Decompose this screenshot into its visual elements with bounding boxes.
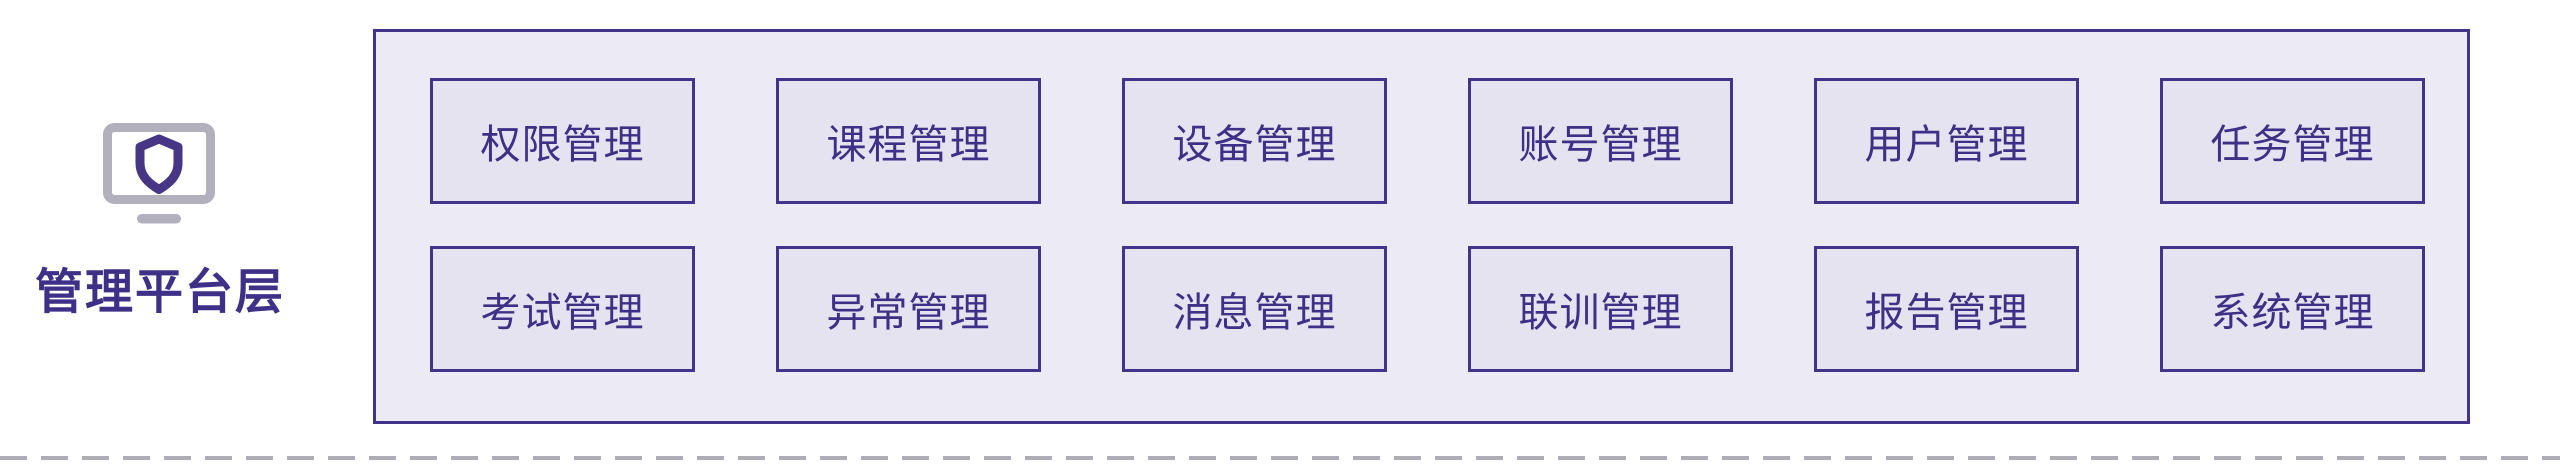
- layer-divider-dashed-line: [0, 456, 2560, 460]
- module-box-report: 报告管理: [1814, 246, 2079, 372]
- module-box-message: 消息管理: [1122, 246, 1387, 372]
- module-box-account: 账号管理: [1468, 78, 1733, 204]
- monitor-shield-icon: [98, 118, 220, 224]
- module-box-task: 任务管理: [2160, 78, 2425, 204]
- management-modules-panel: 权限管理 课程管理 设备管理 账号管理 用户管理 任务管理 考试管理 异常管理 …: [373, 29, 2470, 424]
- module-box-course: 课程管理: [776, 78, 1041, 204]
- module-box-system: 系统管理: [2160, 246, 2425, 372]
- module-box-exception: 异常管理: [776, 246, 1041, 372]
- layer-identity: 管理平台层: [0, 0, 375, 440]
- module-box-device: 设备管理: [1122, 78, 1387, 204]
- module-box-permission: 权限管理: [430, 78, 695, 204]
- module-box-exam: 考试管理: [430, 246, 695, 372]
- module-box-user: 用户管理: [1814, 78, 2079, 204]
- module-box-joint-training: 联训管理: [1468, 246, 1733, 372]
- layer-title: 管理平台层: [34, 266, 285, 319]
